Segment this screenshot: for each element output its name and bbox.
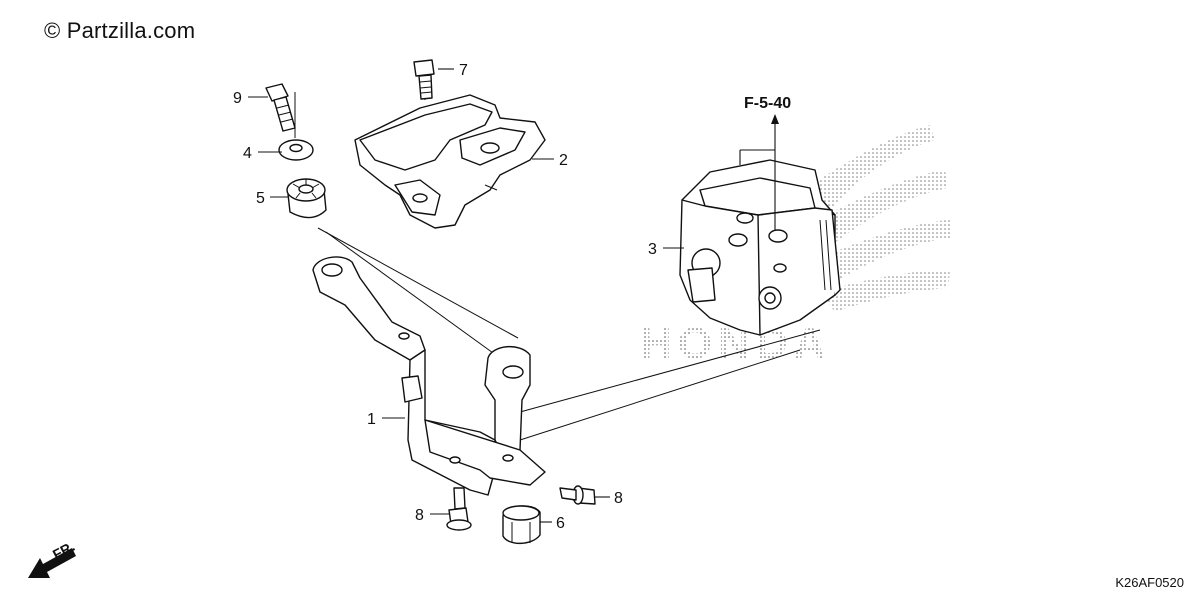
callout-leaders bbox=[248, 68, 684, 523]
callout-9: 9 bbox=[233, 90, 242, 107]
part-7-bolt bbox=[413, 59, 435, 100]
callout-8-lower: 8 bbox=[415, 507, 424, 524]
part-4-washer bbox=[278, 139, 314, 161]
callout-2: 2 bbox=[559, 152, 568, 169]
reference-arrows bbox=[739, 114, 779, 230]
part-1-bracket bbox=[312, 256, 546, 496]
callout-1: 1 bbox=[367, 411, 376, 428]
part-3-abs-modulator bbox=[679, 159, 841, 336]
reference-label: F-5-40 bbox=[744, 95, 791, 112]
part-8-bolt-lower bbox=[446, 487, 472, 531]
callout-3: 3 bbox=[648, 241, 657, 258]
part-2-cover bbox=[354, 94, 546, 229]
front-direction-arrow-icon: FR. bbox=[28, 538, 77, 578]
part-8-bolt-right bbox=[559, 485, 596, 505]
callout-4: 4 bbox=[243, 145, 252, 162]
part-9-bolt bbox=[265, 83, 296, 132]
callout-8-right: 8 bbox=[614, 490, 623, 507]
assembly-guide-lines bbox=[294, 92, 821, 441]
part-5-grommet bbox=[286, 178, 327, 219]
part-6-nut bbox=[502, 505, 541, 545]
callout-5: 5 bbox=[256, 190, 265, 207]
diagram-code: K26AF0520 bbox=[1115, 575, 1184, 590]
callout-6: 6 bbox=[556, 515, 565, 532]
callout-7: 7 bbox=[459, 62, 468, 79]
honda-wing-watermark bbox=[790, 125, 950, 312]
partzilla-watermark: © Partzilla.com bbox=[44, 18, 196, 43]
